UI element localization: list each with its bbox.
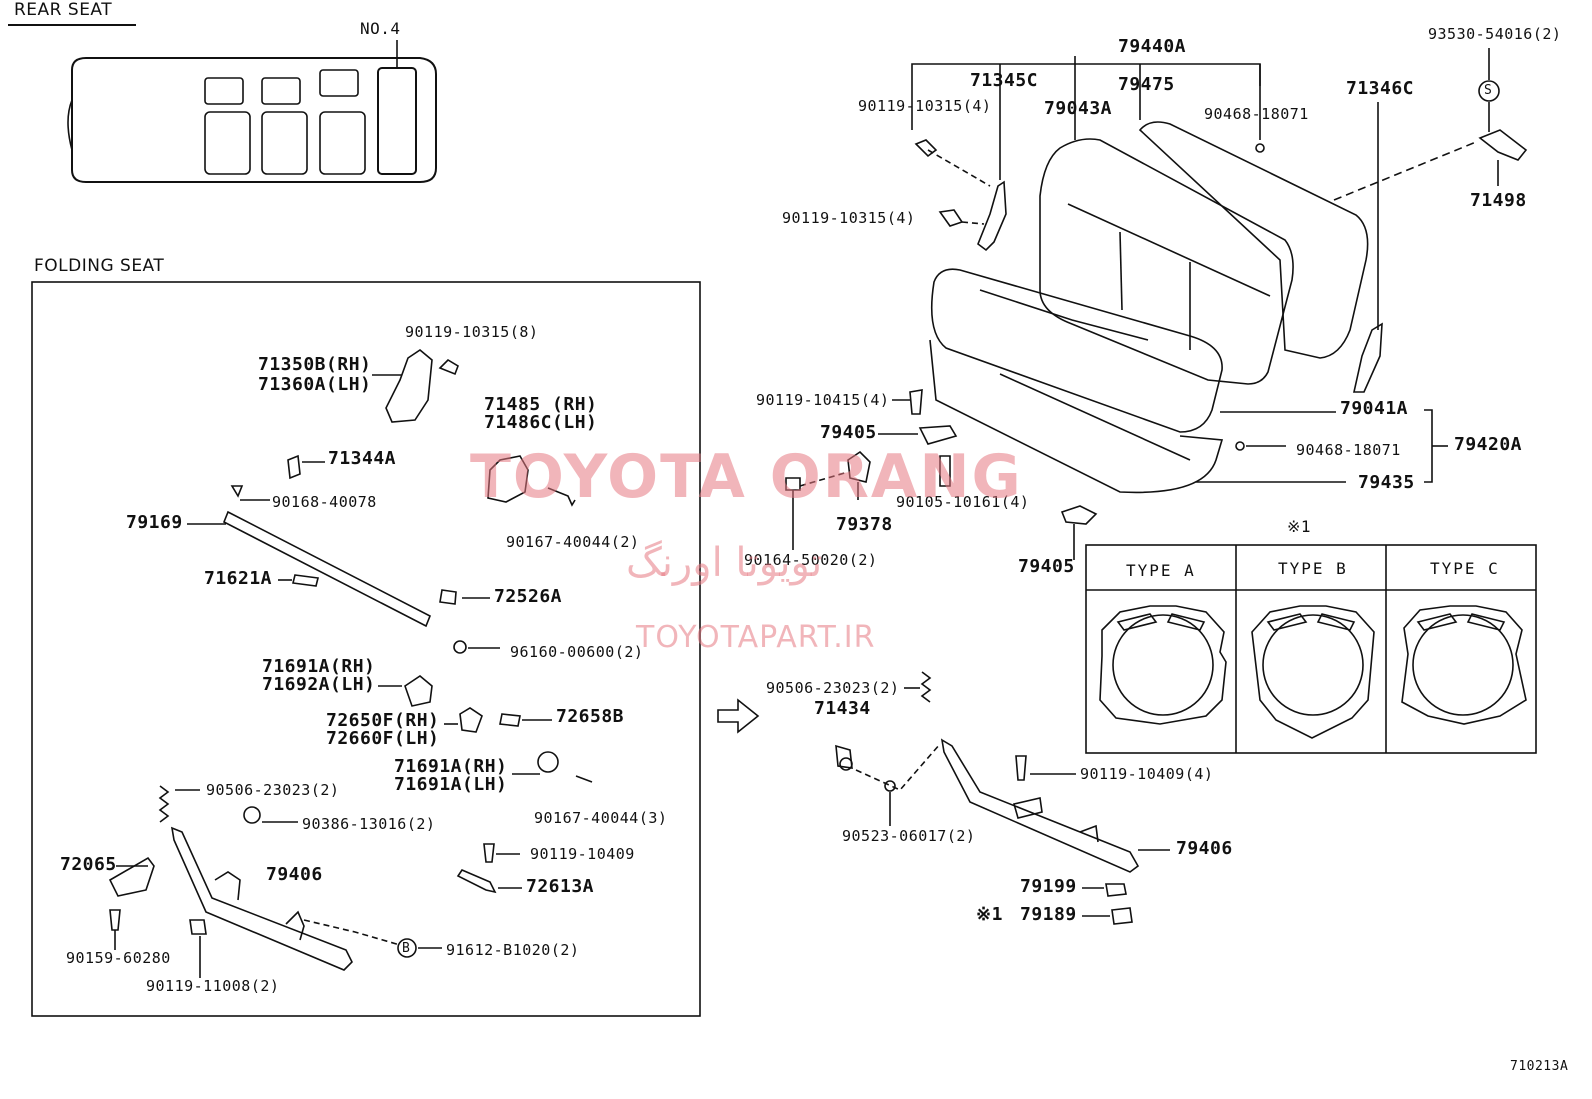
folding-seat-frame — [31, 281, 701, 1017]
type-c-header: TYPE C — [1430, 559, 1500, 578]
part-79440A: 79440A — [1118, 36, 1187, 57]
part-71485: 71485 (RH) — [484, 394, 598, 415]
part-90119-10315-c: 90119-10315(8) — [405, 323, 539, 341]
part-90119-10315-b: 90119-10315(4) — [782, 209, 916, 227]
no4-label: NO.4 — [360, 19, 401, 38]
part-72613A: 72613A — [526, 876, 595, 897]
part-71691A-lh-2: 71691A(LH) — [394, 774, 508, 795]
part-79199: 79199 — [1020, 876, 1077, 897]
part-79189: 79189 — [1020, 904, 1077, 925]
part-79406-r: 79406 — [1176, 838, 1233, 859]
part-90119-10315-a: 90119-10315(4) — [858, 97, 992, 115]
part-71434: 71434 — [814, 698, 871, 719]
part-96160-00600: 96160-00600(2) — [510, 643, 644, 661]
part-71486C: 71486C(LH) — [484, 412, 598, 433]
part-90119-10409-r: 90119-10409(4) — [1080, 765, 1214, 783]
folding-seat-heading: FOLDING SEAT — [34, 256, 165, 276]
watermark-site: TOYOTAPART.IR — [636, 620, 876, 655]
type-b-header: TYPE B — [1278, 559, 1348, 578]
part-93530-54016: 93530-54016(2) — [1428, 25, 1562, 43]
part-72650F: 72650F(RH) — [326, 710, 440, 731]
part-79406-l: 79406 — [266, 864, 323, 885]
part-71691A-rh: 71691A(RH) — [262, 656, 376, 677]
part-71344A: 71344A — [328, 448, 397, 469]
part-79405-b: 79405 — [1018, 556, 1075, 577]
part-90119-10409-l: 90119-10409 — [530, 845, 635, 863]
part-72526A: 72526A — [494, 586, 563, 607]
part-71691A-rh-2: 71691A(RH) — [394, 756, 508, 777]
part-90523-06017: 90523-06017(2) — [842, 827, 976, 845]
watermark-brand: TOYOTA ORANG — [470, 442, 1023, 512]
note-mark: ※1 — [1287, 517, 1312, 536]
part-79435: 79435 — [1358, 472, 1415, 493]
part-90167-40044-a: 90167-40044(2) — [506, 533, 640, 551]
note-mark-79189: ※1 — [976, 904, 1003, 925]
part-79475: 79475 — [1118, 74, 1175, 95]
vehicle-seat-layout — [67, 40, 437, 183]
part-71621A: 71621A — [204, 568, 273, 589]
part-79378: 79378 — [836, 514, 893, 535]
part-90167-40044-b: 90167-40044(3) — [534, 809, 668, 827]
marker-b: B — [402, 941, 411, 956]
part-90386-13016: 90386-13016(2) — [302, 815, 436, 833]
part-79405-a: 79405 — [820, 422, 877, 443]
part-71360A: 71360A(LH) — [258, 374, 372, 395]
part-71346C: 71346C — [1346, 78, 1415, 99]
part-72065: 72065 — [60, 854, 117, 875]
part-90506-23023-r: 90506-23023(2) — [766, 679, 900, 697]
part-90168-40078: 90168-40078 — [272, 493, 377, 511]
part-90159-60280: 90159-60280 — [66, 949, 171, 967]
marker-s: S — [1484, 83, 1493, 98]
part-71692A-lh: 71692A(LH) — [262, 674, 376, 695]
part-90119-10415: 90119-10415(4) — [756, 391, 890, 409]
part-90105-10161: 90105-10161(4) — [896, 493, 1030, 511]
part-91612-B1020: 91612-B1020(2) — [446, 941, 580, 959]
rod-assembly-right — [835, 671, 1170, 925]
part-71350B: 71350B(RH) — [258, 354, 372, 375]
part-79169: 79169 — [126, 512, 183, 533]
part-90119-11008: 90119-11008(2) — [146, 977, 280, 995]
part-72660F: 72660F(LH) — [326, 728, 440, 749]
direction-arrow — [717, 698, 760, 734]
part-79043A: 79043A — [1044, 98, 1113, 119]
watermark-persian: تویوتا اورنگ — [626, 540, 823, 586]
part-72658B: 72658B — [556, 706, 625, 727]
rear-seat-assembly — [785, 48, 1528, 560]
part-90506-23023-l: 90506-23023(2) — [206, 781, 340, 799]
part-79041A: 79041A — [1340, 398, 1409, 419]
part-79420A: 79420A — [1454, 434, 1523, 455]
part-90468-18071-b: 90468-18071 — [1296, 441, 1401, 459]
part-71498: 71498 — [1470, 190, 1527, 211]
part-90468-18071-a: 90468-18071 — [1204, 105, 1309, 123]
part-90164-50020: 90164-50020(2) — [744, 551, 878, 569]
type-a-header: TYPE A — [1126, 561, 1196, 580]
type-table — [1085, 544, 1537, 754]
rear-seat-heading: REAR SEAT — [14, 0, 113, 20]
diagram-id: 710213A — [1510, 1059, 1569, 1074]
folding-seat-parts — [108, 349, 593, 978]
part-71345C: 71345C — [970, 70, 1039, 91]
